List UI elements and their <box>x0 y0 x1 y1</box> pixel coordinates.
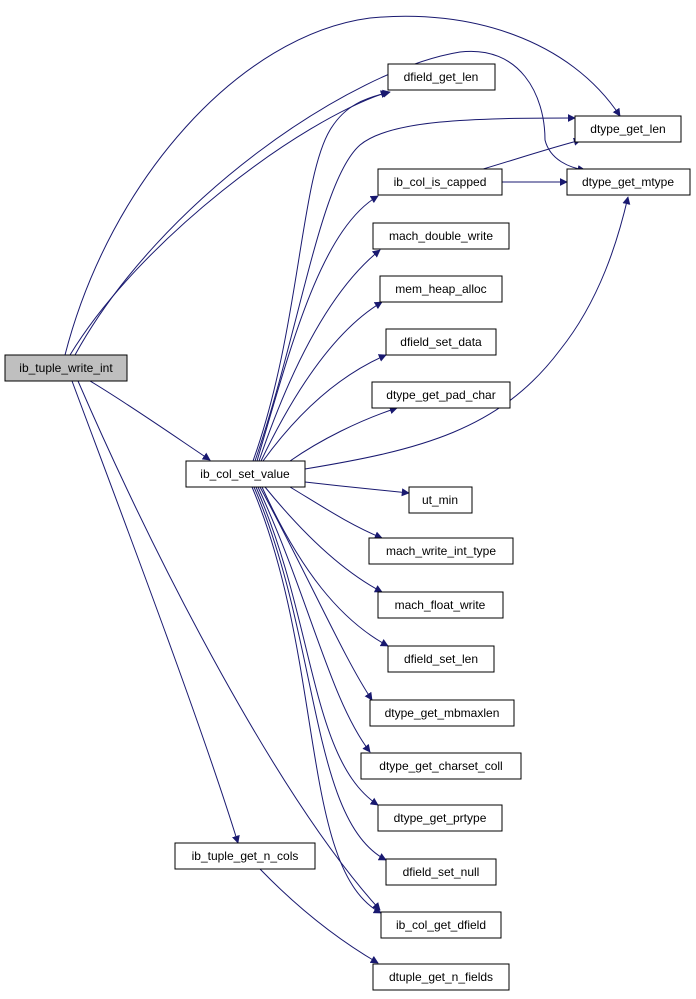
node-label: ib_col_get_dfield <box>396 918 486 932</box>
node-box <box>372 222 510 250</box>
node-box <box>371 381 511 409</box>
edge-ib-tuple-get-n-cols-to-dtuple-get-n-fields <box>259 868 379 964</box>
node-dtype-get-prtype[interactable]: dtype_get_prtype <box>377 804 503 832</box>
edge-ib-col-set-value-to-dtype-get-prtype <box>255 486 379 806</box>
node-box <box>174 842 316 870</box>
edge-ib-col-set-value-to-dfield-set-data <box>262 354 387 462</box>
edge-ib-tuple-write-int-to-ib-col-set-value <box>89 380 211 461</box>
node-mem-heap-alloc[interactable]: mem_heap_alloc <box>379 275 503 303</box>
node-dtuple-get-n-fields[interactable]: dtuple_get_n_fields <box>372 963 510 991</box>
node-box <box>368 537 514 565</box>
node-box <box>372 963 510 991</box>
edge-ib-col-set-value-to-ut-min <box>304 481 410 497</box>
edge-ib-col-set-value-to-ib-col-is-capped <box>256 195 379 462</box>
edge-ib-col-set-value-to-dfield-set-len <box>261 486 389 647</box>
edge-ib-col-set-value-to-dtype-get-len <box>254 114 576 462</box>
node-dfield-get-len[interactable]: dfield_get_len <box>387 63 496 91</box>
edge-ib-col-set-value-to-mach-float-write <box>264 486 383 593</box>
edge-ib-tuple-write-int-to-ib-col-get-dfield <box>77 380 381 911</box>
node-label: ut_min <box>422 493 458 507</box>
node-box <box>385 858 497 886</box>
node-label: ib_col_set_value <box>200 467 290 481</box>
edge-ib-col-set-value-to-mem-heap-alloc <box>260 301 383 462</box>
node-box <box>385 328 497 356</box>
edge-ib-tuple-write-int-to-dtype-get-mtype <box>74 50 586 356</box>
node-box <box>387 63 496 91</box>
node-label: mach_float_write <box>395 598 486 612</box>
node-label: dfield_get_len <box>404 70 479 84</box>
node-label: dtype_get_pad_char <box>386 388 495 402</box>
node-box <box>377 591 504 619</box>
node-box <box>369 699 515 727</box>
edges-layer <box>64 15 631 964</box>
node-label: ib_tuple_write_int <box>19 361 113 375</box>
node-mach-write-int-type[interactable]: mach_write_int_type <box>368 537 514 565</box>
node-box <box>380 911 502 939</box>
node-box <box>4 354 128 382</box>
edge-ib-col-set-value-to-dtype-get-charset-coll <box>257 486 371 753</box>
node-box <box>185 460 306 488</box>
node-ib-col-set-value[interactable]: ib_col_set_value <box>185 460 306 488</box>
node-ib-col-get-dfield[interactable]: ib_col_get_dfield <box>380 911 502 939</box>
node-dtype-get-mbmaxlen[interactable]: dtype_get_mbmaxlen <box>369 699 515 727</box>
node-box <box>408 486 473 514</box>
node-label: dtype_get_mtype <box>582 175 674 189</box>
node-box <box>574 115 682 143</box>
edge-ib-col-set-value-to-mach-write-int-type <box>289 486 383 539</box>
node-label: dfield_set_len <box>404 652 478 666</box>
node-label: mem_heap_alloc <box>395 282 486 296</box>
node-box <box>566 168 691 196</box>
node-ib-tuple-get-n-cols[interactable]: ib_tuple_get_n_cols <box>174 842 316 870</box>
node-dtype-get-mtype[interactable]: dtype_get_mtype <box>566 168 691 196</box>
node-box <box>360 752 522 780</box>
node-dfield-set-data[interactable]: dfield_set_data <box>385 328 497 356</box>
node-label: ib_col_is_capped <box>394 175 487 189</box>
edge-ib-col-set-value-to-ib-col-get-dfield <box>251 486 382 914</box>
node-label: dtype_get_mbmaxlen <box>385 706 500 720</box>
node-box <box>377 804 503 832</box>
node-label: mach_double_write <box>389 229 493 243</box>
node-label: dtype_get_prtype <box>394 811 487 825</box>
edge-ib-col-set-value-to-dfield-get-len <box>252 89 391 462</box>
node-ut-min[interactable]: ut_min <box>408 486 473 514</box>
edge-ib-tuple-write-int-to-dtype-get-len <box>64 15 621 356</box>
edge-ib-col-set-value-to-dtype-get-mbmaxlen <box>259 486 373 701</box>
node-box <box>387 645 495 673</box>
node-box <box>379 275 503 303</box>
node-dfield-set-null[interactable]: dfield_set_null <box>385 858 497 886</box>
node-dtype-get-pad-char[interactable]: dtype_get_pad_char <box>371 381 511 409</box>
edge-ib-col-set-value-to-dtype-get-pad-char <box>289 406 398 462</box>
node-ib-tuple-write-int[interactable]: ib_tuple_write_int <box>4 354 128 382</box>
edge-ib-col-set-value-to-dtype-get-mtype <box>304 196 631 470</box>
node-label: dtype_get_charset_coll <box>379 759 502 773</box>
node-dtype-get-charset-coll[interactable]: dtype_get_charset_coll <box>360 752 522 780</box>
node-label: mach_write_int_type <box>386 544 496 558</box>
edge-ib-col-is-capped-to-dtype-get-len <box>479 137 582 171</box>
node-label: dtuple_get_n_fields <box>389 970 493 984</box>
node-label: dfield_set_null <box>403 865 480 879</box>
nodes-layer: ib_tuple_write_int ib_col_set_value ib_t… <box>4 63 691 991</box>
node-dfield-set-len[interactable]: dfield_set_len <box>387 645 495 673</box>
node-label: ib_tuple_get_n_cols <box>192 849 299 863</box>
edge-ib-col-set-value-to-mach-double-write <box>258 249 381 462</box>
node-box <box>377 168 503 196</box>
node-dtype-get-len[interactable]: dtype_get_len <box>574 115 682 143</box>
edge-ib-col-set-value-to-dfield-set-null <box>253 486 387 861</box>
edge-ib-tuple-write-int-to-ib-tuple-get-n-cols <box>71 380 240 844</box>
node-ib-col-is-capped[interactable]: ib_col_is_capped <box>377 168 503 196</box>
node-mach-double-write[interactable]: mach_double_write <box>372 222 510 250</box>
node-label: dfield_set_data <box>400 335 482 349</box>
node-label: dtype_get_len <box>590 122 665 136</box>
node-mach-float-write[interactable]: mach_float_write <box>377 591 504 619</box>
